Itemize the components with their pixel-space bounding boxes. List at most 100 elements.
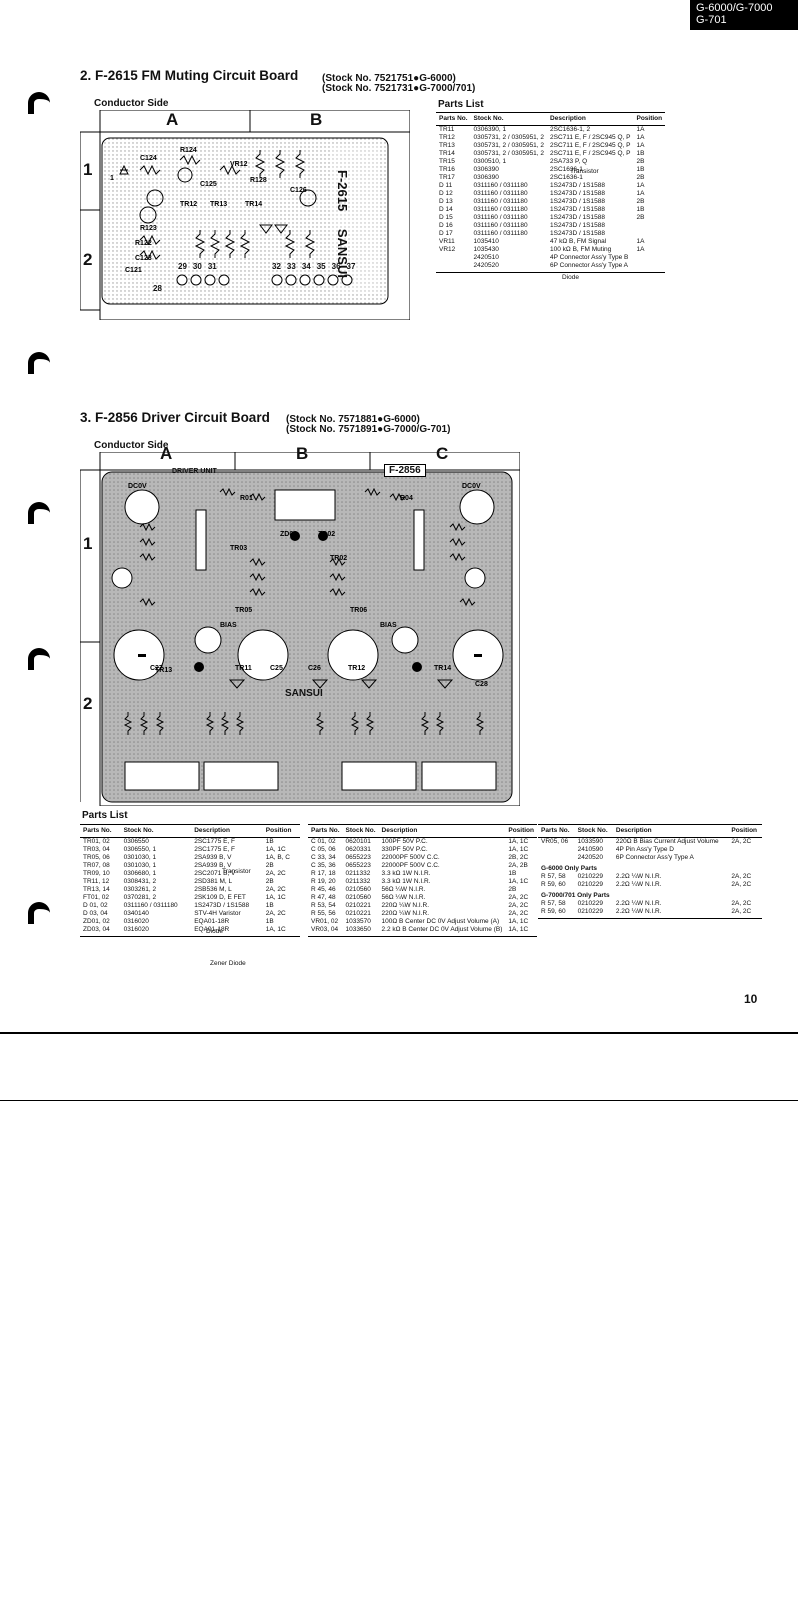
table-cell bbox=[633, 222, 665, 230]
table-cell: 1A bbox=[636, 126, 645, 133]
table-cell: 0311160 / 0311180 bbox=[473, 230, 528, 237]
table-cell bbox=[436, 262, 471, 273]
table-cell bbox=[728, 846, 762, 854]
table-cell: D 16 bbox=[439, 222, 453, 229]
table-cell: 2420520 bbox=[470, 262, 548, 273]
table-cell: 2A, 2C bbox=[731, 873, 752, 880]
table-cell: 2SC1636-1 bbox=[550, 174, 583, 181]
grid-row-2: 2 bbox=[83, 250, 93, 269]
table-cell: 0303261, 2 bbox=[123, 886, 157, 893]
table-cell: EQA01-18R bbox=[191, 926, 263, 937]
brand-label: SANSUI bbox=[285, 688, 323, 699]
table-cell: 2B bbox=[508, 886, 517, 893]
table-cell: 0305731, 2 / 0305951, 2 bbox=[473, 142, 545, 149]
table-cell: 0311160 / 0311180 bbox=[473, 206, 528, 213]
model-header: G-6000/G-7000 G-701 bbox=[690, 0, 798, 30]
table-cell: EQA01-18R bbox=[194, 918, 230, 925]
pin-label: 30 bbox=[192, 262, 202, 271]
table-cell: 0210229 bbox=[577, 881, 603, 888]
pin-label: 37 bbox=[346, 262, 356, 271]
pin-label: 35 bbox=[316, 262, 326, 271]
table-cell: 1033570 bbox=[345, 918, 371, 925]
svg-text:R122: R122 bbox=[135, 240, 152, 247]
table-cell: 0306390, 1 bbox=[473, 126, 507, 133]
table-cell: 0306680, 1 bbox=[123, 870, 157, 877]
table-cell: 0311160 / 0311180 bbox=[123, 902, 178, 909]
pin-label: 29 bbox=[178, 262, 187, 271]
col-header: Stock No. bbox=[574, 824, 613, 838]
table-cell: 3.3 kΩ 1W N.I.R. bbox=[381, 878, 431, 885]
pin-label: 36 bbox=[331, 262, 341, 271]
col-header: Position bbox=[633, 112, 666, 126]
table-cell: 0305731, 2 / 0305951, 2 bbox=[473, 150, 545, 157]
group-heading: G-6000 Only Parts bbox=[541, 865, 597, 872]
table-cell: VR05, 06 bbox=[541, 838, 569, 845]
table-cell: R 47, 48 bbox=[311, 894, 336, 901]
table-cell: 1A bbox=[636, 238, 645, 245]
grid-row-2: 2 bbox=[83, 694, 93, 713]
table-cell: 2420510 bbox=[473, 254, 499, 261]
table-cell: 1035430 bbox=[473, 246, 499, 253]
table-cell: 2B, 2C bbox=[508, 854, 529, 861]
col-header: Description bbox=[191, 824, 263, 838]
col-header: Stock No. bbox=[470, 112, 548, 126]
binder-hole-mark bbox=[28, 648, 50, 670]
table-cell: D 15 bbox=[439, 214, 453, 221]
table-cell: 1B bbox=[636, 166, 645, 173]
table-cell: 2SK109 D, E FET bbox=[194, 894, 246, 901]
grid-col-b: B bbox=[310, 110, 323, 129]
table-cell: D 01, 02 bbox=[83, 902, 108, 909]
grid-col-c: C bbox=[436, 444, 449, 463]
table-cell: 1S2473D / 1S1588 bbox=[550, 190, 605, 197]
svg-text:R04: R04 bbox=[400, 495, 413, 502]
table-cell: TR11 bbox=[439, 126, 455, 133]
driver-parts-table-3: Parts No. Stock No. Description Position… bbox=[538, 824, 762, 919]
table-cell: 1A, 1C bbox=[508, 838, 529, 845]
table-cell: TR16 bbox=[439, 166, 455, 173]
table-cell: 1B bbox=[265, 902, 274, 909]
table-cell: C 33, 34 bbox=[311, 854, 336, 861]
table-cell: VR01, 02 bbox=[311, 918, 339, 925]
table-cell: 0306390 bbox=[473, 166, 499, 173]
col-header: Stock No. bbox=[342, 824, 379, 838]
col-header: Position bbox=[505, 824, 537, 838]
svg-text:TR12: TR12 bbox=[348, 665, 365, 672]
group-heading-row: G-6000 Only Parts bbox=[538, 862, 762, 873]
table-cell: 2B bbox=[265, 878, 274, 885]
table-cell: 0311160 / 0311180 bbox=[473, 198, 528, 205]
table-cell: 1S2473D / 1S1588 bbox=[550, 222, 605, 229]
table-cell: C 01, 02 bbox=[311, 838, 336, 845]
col-header: Parts No. bbox=[538, 824, 575, 838]
svg-text:TR11: TR11 bbox=[235, 665, 252, 672]
table-cell: 0306390 bbox=[473, 174, 499, 181]
board-label: F-2856 bbox=[384, 464, 426, 477]
table-cell: 1S2473D / 1S1588 bbox=[194, 902, 250, 909]
table-cell: 100 kΩ B, FM Muting bbox=[550, 246, 612, 253]
table-cell: 1S2473D / 1S1588 bbox=[550, 206, 605, 213]
table-cell: 1A, 1C bbox=[505, 926, 537, 937]
grid-row-1: 1 bbox=[83, 534, 93, 553]
table-cell: 100PF 50V P.C. bbox=[381, 838, 428, 845]
divider-rule bbox=[0, 1100, 798, 1101]
svg-text:ZD02: ZD02 bbox=[318, 531, 335, 538]
table-cell: D 17 bbox=[439, 230, 453, 237]
divider-rule bbox=[0, 1032, 798, 1034]
table-cell: R 59, 60 bbox=[538, 908, 575, 919]
group-label-transistor: Transistor bbox=[570, 168, 599, 175]
model-header-line1: G-6000/G-7000 bbox=[696, 2, 773, 14]
svg-text:C28: C28 bbox=[475, 681, 488, 688]
section3-parts-list-title: Parts List bbox=[82, 810, 128, 821]
